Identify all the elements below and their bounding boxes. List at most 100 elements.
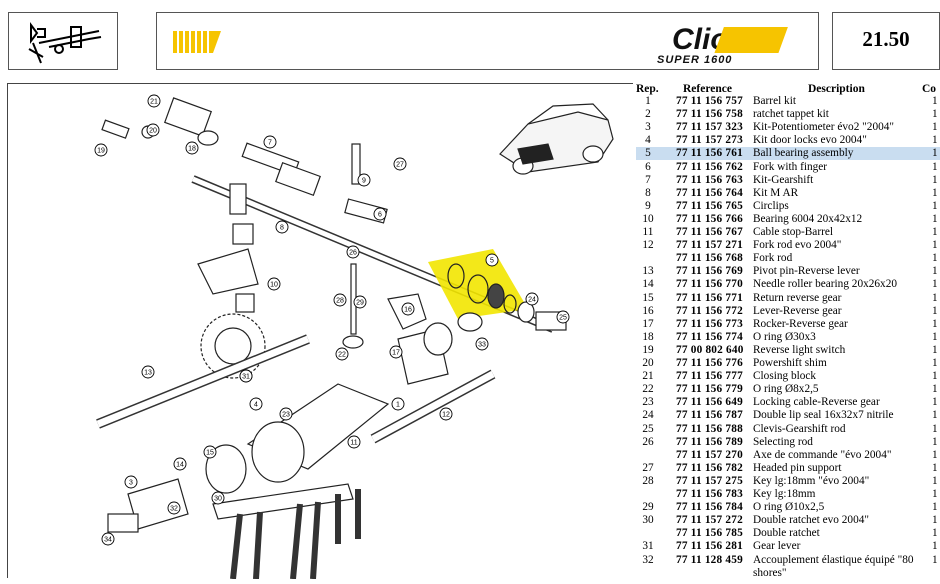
o-ring-33-pair bbox=[457, 312, 483, 332]
rep-cell: 5 bbox=[645, 147, 651, 160]
co-cell: 1 bbox=[932, 226, 938, 238]
rep-cell: 24 bbox=[642, 409, 654, 422]
yellow-emblem-icon bbox=[173, 31, 221, 53]
callout-6: 6 bbox=[373, 207, 387, 221]
rep-cell: 6 bbox=[645, 160, 651, 173]
rep-cell: 30 bbox=[642, 514, 654, 527]
svg-text:8: 8 bbox=[280, 225, 284, 232]
description-cell: Key lg:18mm bbox=[753, 488, 816, 500]
bearing-10 bbox=[232, 223, 254, 245]
svg-text:9: 9 bbox=[362, 178, 366, 185]
rep-cell: 4 bbox=[645, 134, 651, 147]
co-cell: 1 bbox=[932, 252, 938, 265]
parts-drawing: 1234567891011121314151617181920212223242… bbox=[94, 94, 614, 580]
callout-5: 5 bbox=[485, 253, 499, 267]
rep-cell: 14 bbox=[642, 278, 654, 291]
callout-29: 29 bbox=[353, 295, 367, 309]
callout-11: 11 bbox=[347, 435, 361, 449]
page-number: 21.50 bbox=[862, 27, 910, 51]
description-cell: Powershift shim bbox=[753, 357, 827, 369]
callout-25: 25 bbox=[556, 310, 570, 324]
rep-cell: 2 bbox=[645, 108, 651, 121]
callout-10: 10 bbox=[267, 277, 281, 291]
rep-cell: 12 bbox=[642, 239, 654, 252]
svg-text:25: 25 bbox=[559, 315, 567, 322]
svg-text:13: 13 bbox=[144, 370, 152, 377]
callout-14: 14 bbox=[173, 457, 187, 471]
co-cell: 1 bbox=[932, 540, 938, 553]
co-cell: 1 bbox=[932, 160, 938, 173]
description-cell: Return reverse gear bbox=[753, 291, 842, 304]
description-cell: Headed pin support bbox=[753, 461, 842, 474]
rep-cell: 19 bbox=[642, 343, 654, 356]
callout-23: 23 bbox=[279, 407, 293, 421]
svg-text:24: 24 bbox=[528, 297, 536, 304]
svg-text:5: 5 bbox=[490, 258, 494, 265]
co-cell: 1 bbox=[932, 527, 938, 540]
svg-text:6: 6 bbox=[378, 212, 382, 219]
co-cell: 1 bbox=[932, 343, 938, 356]
rep-cell: 3 bbox=[645, 121, 651, 134]
reference-cell: 77 11 156 773 bbox=[676, 317, 743, 330]
reference-cell: 77 11 156 779 bbox=[676, 383, 743, 396]
description-cell: Fork rod bbox=[753, 252, 793, 265]
co-cell: 1 bbox=[932, 461, 938, 474]
callout-18: 18 bbox=[185, 141, 199, 155]
table-row[interactable]: shores" bbox=[636, 567, 940, 580]
reference-cell: 77 11 156 766 bbox=[676, 212, 743, 225]
svg-text:33: 33 bbox=[478, 342, 486, 349]
co-cell: 1 bbox=[932, 173, 938, 186]
rep-cell: 21 bbox=[642, 370, 654, 383]
description-cell: Cable stop-Barrel bbox=[753, 226, 833, 238]
callout-32: 32 bbox=[167, 501, 181, 515]
rep-cell: 25 bbox=[642, 422, 654, 435]
description-cell: Barrel kit bbox=[753, 95, 796, 107]
svg-text:7: 7 bbox=[268, 140, 272, 147]
description-cell: Key lg:18mm "évo 2004" bbox=[753, 474, 870, 487]
rep-cell: 31 bbox=[642, 540, 654, 553]
callout-30: 30 bbox=[211, 491, 225, 505]
svg-text:12: 12 bbox=[442, 412, 450, 419]
logo-strip: Clio SUPER 1600 bbox=[173, 23, 788, 66]
description-cell: O ring Ø8x2,5 bbox=[753, 383, 819, 396]
rep-cell: 18 bbox=[642, 330, 654, 343]
bearing-kit-3 bbox=[205, 444, 247, 494]
reference-cell: 77 11 156 281 bbox=[676, 540, 743, 553]
